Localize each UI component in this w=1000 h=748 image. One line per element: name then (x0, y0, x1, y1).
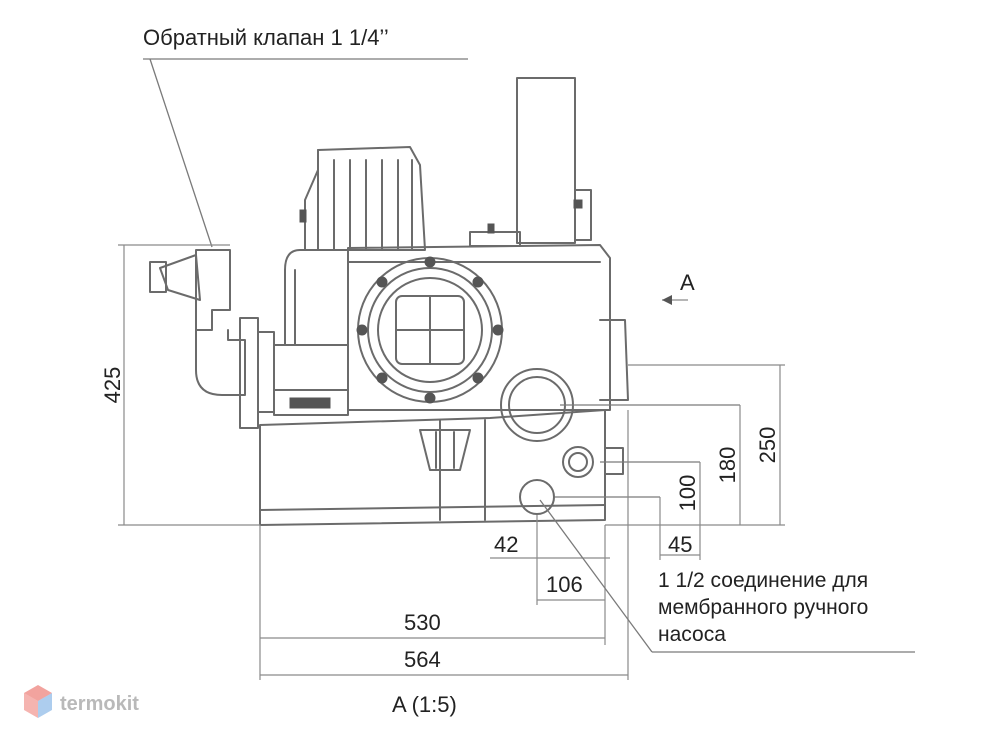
dim-100: 100 (675, 475, 700, 512)
motor (299, 146, 426, 251)
upper-housing (347, 223, 629, 411)
membrane-leader (539, 499, 653, 653)
cube-logo-icon (24, 685, 52, 718)
outlet-small (562, 446, 700, 478)
dim-106: 106 (546, 572, 583, 597)
dim-height-total: 425 (100, 367, 125, 404)
view-arrow-label: A (680, 270, 695, 295)
brand-label: termokit (60, 693, 139, 715)
dim-250: 250 (755, 427, 780, 464)
discharge-pipe (516, 77, 592, 244)
check-valve-callout: Обратный клапан 1 1/4’’ (143, 25, 468, 248)
dim-564: 564 (404, 647, 441, 672)
membrane-label-line1: 1 1/2 соединение для (658, 569, 868, 592)
check-valve-leader (149, 58, 213, 248)
membrane-label-line2: мембранного ручного (658, 596, 868, 619)
check-valve-assembly (149, 249, 349, 429)
membrane-label-line3: насоса (658, 623, 726, 646)
check-valve-label: Обратный клапан 1 1/4’’ (143, 25, 389, 50)
view-arrow: A (662, 270, 695, 305)
dim-42: 42 (494, 532, 518, 557)
dim-45: 45 (668, 532, 692, 557)
inspection-flange (356, 256, 504, 404)
view-caption: A (1:5) (392, 692, 457, 717)
membrane-pump-connection (519, 479, 660, 515)
membrane-callout: 1 1/2 соединение для мембранного ручного… (539, 499, 915, 653)
dim-180: 180 (715, 447, 740, 484)
outlet-large (500, 368, 740, 442)
dimension-lines (118, 244, 785, 680)
termokit-watermark: termokit (24, 685, 139, 718)
dim-530: 530 (404, 610, 441, 635)
